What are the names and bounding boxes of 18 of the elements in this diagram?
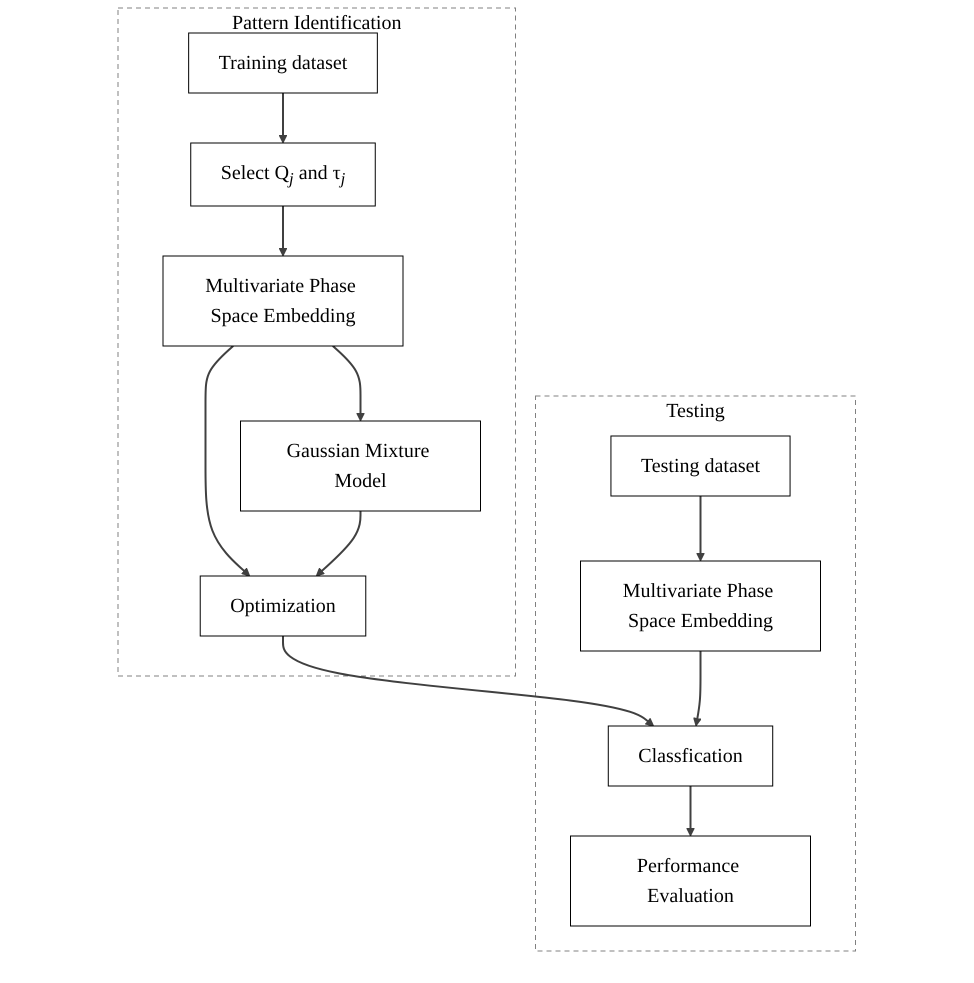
node-box: Multivariate Phase Space Embedding (162, 256, 404, 346)
node-box: Multivariate Phase Space Embedding (580, 560, 822, 652)
node-box: Training dataset (188, 32, 378, 94)
arrow (316, 511, 362, 576)
arrow (696, 496, 706, 562)
arrow (278, 93, 288, 144)
node-box: Optimization (200, 576, 367, 636)
arrow (693, 651, 702, 726)
arrow (278, 206, 288, 256)
arrow (332, 345, 366, 422)
node-box: Performance Evaluation (570, 836, 812, 926)
arrow (686, 786, 696, 836)
node-box: Select Q$_{j}$ and τ$_{j}$ (190, 142, 376, 206)
arrow (282, 636, 654, 726)
node-box: Gaussian Mixture Model (240, 420, 482, 512)
arrow (204, 345, 250, 576)
node-box: Classfication (608, 726, 774, 786)
node-box: Testing dataset (610, 436, 791, 496)
